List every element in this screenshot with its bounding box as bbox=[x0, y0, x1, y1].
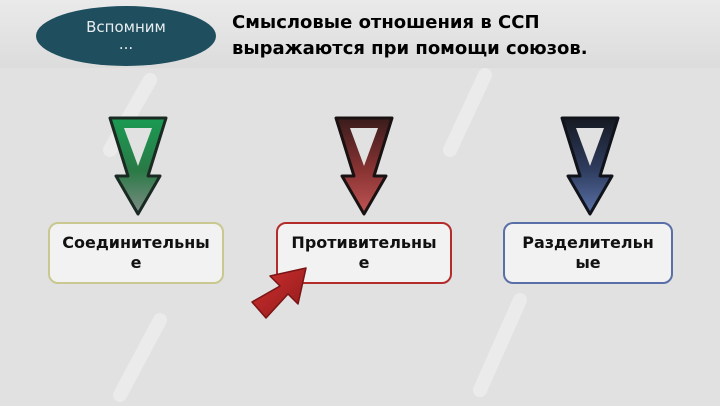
cursor-pointer-icon bbox=[251, 267, 307, 319]
title-line-2: выражаются при помощи союзов. bbox=[232, 38, 588, 59]
category-label: Соединительны bbox=[62, 233, 210, 252]
category-label-end: е bbox=[130, 253, 142, 272]
category-label-end: ые bbox=[575, 253, 601, 272]
down-arrow-icon bbox=[334, 116, 394, 216]
remember-button[interactable]: Вспомним ... bbox=[36, 6, 216, 66]
category-label-end: е bbox=[358, 253, 370, 272]
down-arrow-icon bbox=[108, 116, 168, 216]
title-line-1: Смысловые отношения в ССП bbox=[232, 12, 540, 33]
category-box-conjunctive[interactable]: Соединительны е bbox=[48, 222, 224, 284]
down-arrow-icon bbox=[560, 116, 620, 216]
remember-ellipsis: ... bbox=[118, 35, 134, 53]
category-box-disjunctive[interactable]: Разделительн ые bbox=[503, 222, 673, 284]
category-label: Противительны bbox=[291, 233, 437, 252]
page-title: Смысловые отношения в ССП выражаются при… bbox=[232, 10, 672, 62]
category-label: Разделительн bbox=[522, 233, 654, 252]
remember-label: Вспомним bbox=[86, 18, 166, 36]
